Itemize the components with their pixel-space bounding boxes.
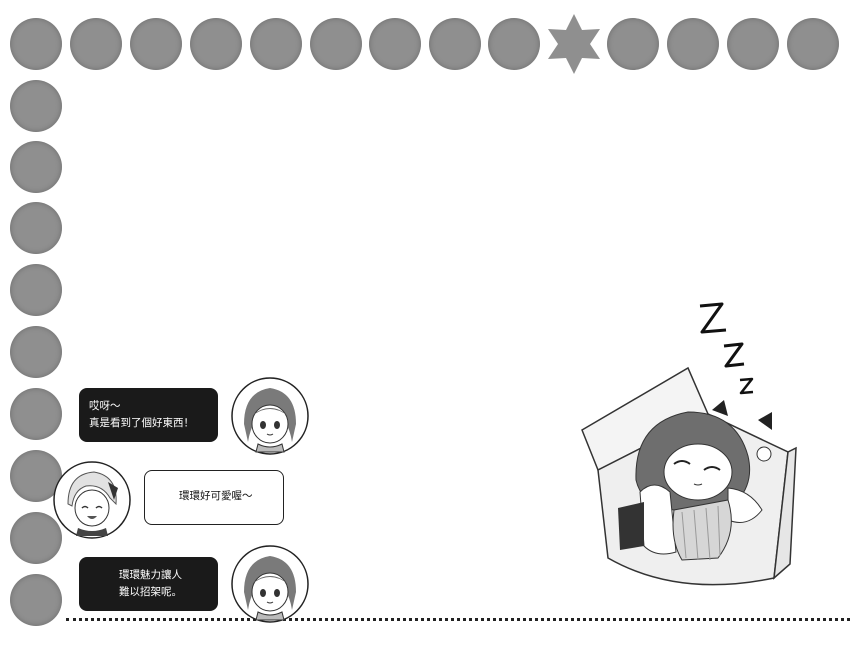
sleep-zzz-icon [699, 302, 754, 395]
border-dot [10, 18, 62, 70]
border-dot [429, 18, 481, 70]
border-dot [250, 18, 302, 70]
speech-line: 真是看到了個好東西！ [89, 417, 194, 429]
border-dot [10, 388, 62, 440]
border-dot [130, 18, 182, 70]
speech-line: 難以招架呢。 [119, 586, 182, 598]
border-dot [10, 326, 62, 378]
ponytail-girl-avatar [231, 545, 309, 623]
border-dot [787, 18, 839, 70]
border-dot [190, 18, 242, 70]
border-dot [369, 18, 421, 70]
border-dot [727, 18, 779, 70]
speech-bubble: 環環好可愛喔～ [144, 470, 284, 525]
border-dot [488, 18, 540, 70]
speech-line: 環環好可愛喔～ [179, 490, 253, 502]
speech-bubble: 哎呀～ 真是看到了個好東西！ [79, 388, 218, 442]
border-dot [310, 18, 362, 70]
border-dot [10, 202, 62, 254]
speech-bubble: 環環魅力讓人 難以招架呢。 [79, 557, 218, 611]
dotted-divider [66, 618, 850, 621]
border-dot [10, 141, 62, 193]
short-haired-girl-avatar [53, 461, 131, 539]
speech-line: 環環魅力讓人 [119, 569, 182, 581]
border-dot [607, 18, 659, 70]
border-dot [10, 450, 62, 502]
border-dot [10, 512, 62, 564]
border-dot [10, 80, 62, 132]
sleeping-girl-in-box-illustration [581, 366, 797, 586]
border-dot [70, 18, 122, 70]
border-dot [667, 18, 719, 70]
ponytail-girl-avatar [231, 377, 309, 455]
star-icon [548, 14, 600, 74]
border-dot [10, 574, 62, 626]
speech-line: 哎呀～ [89, 400, 121, 412]
border-dot [10, 264, 62, 316]
